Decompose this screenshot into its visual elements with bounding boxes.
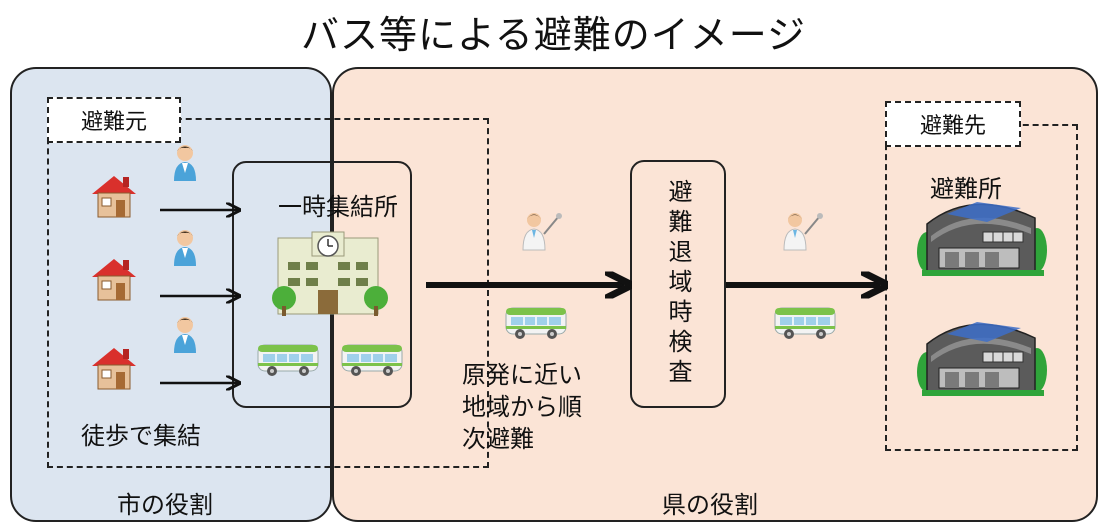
doctor-icon: [783, 212, 824, 251]
gymnasium-icon: [916, 321, 1048, 397]
school-building-icon: [272, 231, 388, 316]
screening-label: 避難退域時検査: [664, 179, 692, 389]
assembly-point-box: [232, 161, 412, 408]
house-icon: [91, 258, 137, 301]
origin-dashed-frame: [47, 118, 489, 468]
shelter-label: 避難所: [930, 175, 1002, 203]
city-role-label: 市の役割: [117, 491, 213, 519]
diagram-title: バス等による避難のイメージ: [300, 13, 807, 57]
route-note-line-1: 原発に近い: [462, 361, 582, 389]
bus-icon: [257, 344, 319, 377]
prefecture-role-label: 県の役割: [662, 491, 758, 519]
bus-icon: [341, 344, 403, 377]
destination-label: 避難先: [919, 114, 986, 139]
bus-icon: [774, 307, 836, 340]
origin-label-box: 避難元: [47, 97, 181, 143]
house-icon: [91, 347, 137, 390]
person-icon: [174, 230, 196, 266]
bus-icon: [505, 307, 567, 340]
house-icon: [91, 175, 137, 218]
assembly-point-label: 一時集結所: [278, 193, 398, 221]
walk-label: 徒歩で集結: [81, 422, 201, 450]
destination-label-box: 避難先: [885, 101, 1021, 147]
origin-label: 避難元: [80, 110, 147, 135]
route-note-line-2: 地域から順: [462, 393, 582, 421]
route-note-line-3: 次避難: [462, 425, 534, 453]
person-icon: [174, 145, 196, 181]
doctor-icon: [522, 212, 563, 251]
person-icon: [174, 317, 196, 353]
gymnasium-icon: [916, 201, 1048, 277]
